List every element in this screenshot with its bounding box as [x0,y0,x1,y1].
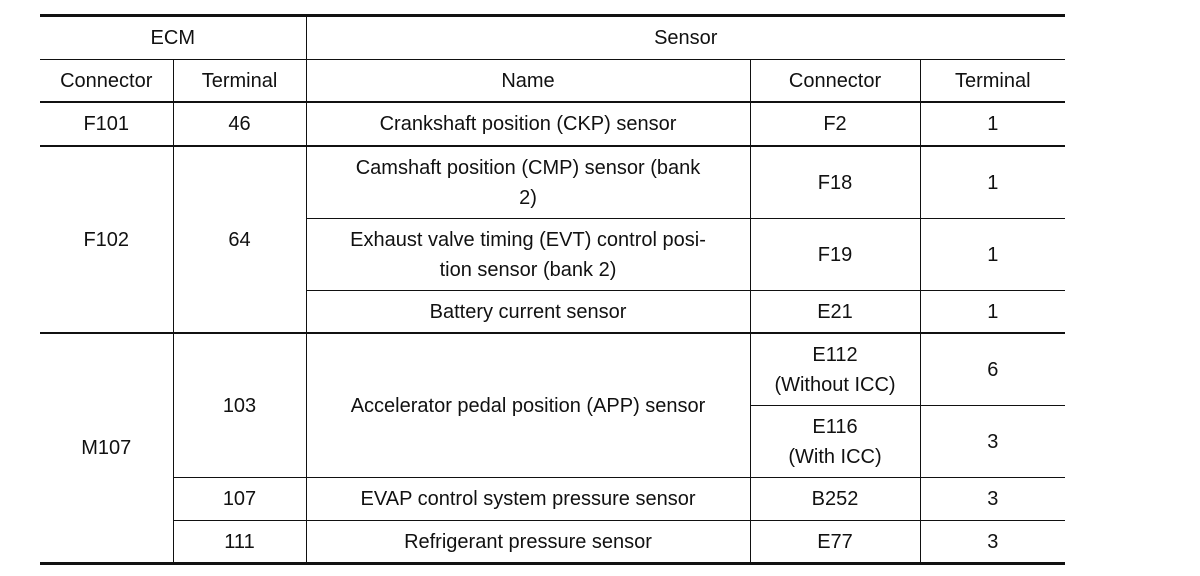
table-row: 111 Refrigerant pressure sensor E77 3 [40,520,1066,564]
sensor-connector-cell: E112 (Without ICC) [749,332,921,406]
sensor-connector-line: (Without ICC) [774,373,896,396]
ecm-terminal-cell: 46 [172,101,307,147]
header-sensor: Sensor [305,15,1066,60]
sensor-connector-cell: F2 [749,101,921,147]
header-ecm-terminal: Terminal [172,59,307,103]
sensor-terminal-cell: 1 [919,290,1066,334]
sensor-terminal-cell: 3 [919,477,1066,521]
table-row: Exhaust valve timing (EVT) control posi-… [40,218,1066,291]
sensor-connector-cell: F18 [749,145,921,219]
sensor-connector-line: E112 [812,343,858,366]
header-ecm-connector: Connector [40,59,174,103]
table-row: E116 (With ICC) 3 [40,405,1066,478]
sensor-name-line: tion sensor (bank 2) [439,258,617,281]
sensor-connector-cell: E77 [749,520,921,564]
ecm-terminal-cell: 111 [173,520,307,564]
sensor-connector-cell: B252 [749,477,921,521]
sensor-name-line: Exhaust valve timing (EVT) control posi- [350,228,706,251]
sensor-terminal-cell: 1 [919,101,1066,147]
header-ecm: ECM [40,15,307,60]
ecm-terminal-cell: 64 [172,145,307,334]
table-row: F102 64 Camshaft position (CMP) sensor (… [40,145,1066,334]
ecm-connector-cell: F102 [40,145,174,334]
terminal-table: ECM Sensor Connector Terminal Name Conne… [40,14,1066,565]
table-row: M107 103 Accelerator pedal position (APP… [40,332,1066,564]
sensor-name-cell: Crankshaft position (CKP) sensor [305,101,751,147]
sensor-connector-cell: E21 [749,290,921,334]
sensor-connector-cell: F19 [749,218,921,291]
sensor-name-line: 2) [519,186,537,209]
sensor-name-cell: Refrigerant pressure sensor [305,520,751,564]
header-sensor-name: Name [305,59,751,103]
sensor-terminal-cell: 1 [919,145,1066,219]
sensor-name-cell: Exhaust valve timing (EVT) control posi-… [306,218,751,291]
sensor-terminal-cell: 3 [919,520,1066,564]
ecm-terminal-cell: 103 [172,332,307,478]
sensor-connector-cell: E116 (With ICC) [750,405,921,478]
sensor-name-line: Camshaft position (CMP) sensor (bank [355,156,701,179]
header-sensor-terminal: Terminal [919,59,1066,103]
ecm-connector-cell: F101 [40,101,174,147]
sensor-terminal-cell: 6 [919,332,1066,406]
table-row: Battery current sensor E21 1 [40,290,1066,334]
table-row: F101 46 Crankshaft position (CKP) sensor… [40,101,1066,147]
sensor-name-cell: EVAP control system pressure sensor [305,477,751,521]
ecm-terminal-cell: 107 [173,477,307,521]
sensor-connector-line: (With ICC) [788,445,882,468]
ecm-connector-cell: M107 [40,332,174,564]
sensor-terminal-cell: 1 [919,218,1066,291]
sensor-name-cell: Battery current sensor [306,290,751,334]
sensor-connector-line: E116 [812,415,858,438]
sensor-name-cell: Accelerator pedal position (APP) sensor [305,332,751,478]
table-row: 107 EVAP control system pressure sensor … [40,477,1066,521]
sensor-name-cell: Camshaft position (CMP) sensor (bank 2) [305,145,751,219]
header-sensor-connector: Connector [749,59,921,103]
sensor-terminal-cell: 3 [919,405,1066,478]
